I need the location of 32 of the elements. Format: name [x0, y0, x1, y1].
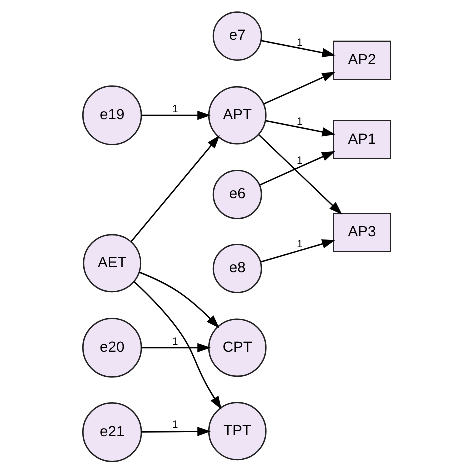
arrow: [258, 134, 342, 215]
arrow: [261, 40, 336, 58]
edge-label: 1: [172, 103, 178, 116]
arrow: [139, 272, 220, 328]
node-box: AP3: [333, 213, 392, 252]
node-circle: e20: [82, 318, 142, 378]
node-circle: e21: [82, 402, 142, 462]
arrow: [142, 343, 211, 353]
arrow: [266, 120, 336, 137]
node-box: AP1: [333, 120, 392, 160]
node-circle: e6: [212, 170, 262, 220]
node-circle: APT: [208, 86, 267, 145]
node-box: AP2: [333, 40, 392, 80]
node-circle: e19: [82, 86, 142, 146]
node-circle: TPT: [208, 402, 267, 461]
edge-label: 1: [172, 336, 178, 348]
arrow: [142, 427, 211, 436]
edge-label: 1: [296, 238, 303, 251]
arrow: [130, 135, 220, 242]
arrow: [134, 281, 222, 410]
edge-label: 1: [296, 36, 303, 49]
arrow: [264, 72, 336, 105]
arrow: [142, 110, 211, 120]
arrow: [260, 240, 336, 263]
node-circle: e8: [212, 244, 262, 294]
arrow: [259, 151, 336, 186]
node-circle: CPT: [208, 318, 267, 378]
node-circle: AET: [83, 234, 142, 293]
edge-label: 1: [296, 116, 303, 128]
edge-label: 1: [296, 155, 303, 168]
edge-label: 1: [172, 419, 178, 432]
node-circle: e7: [212, 12, 262, 62]
